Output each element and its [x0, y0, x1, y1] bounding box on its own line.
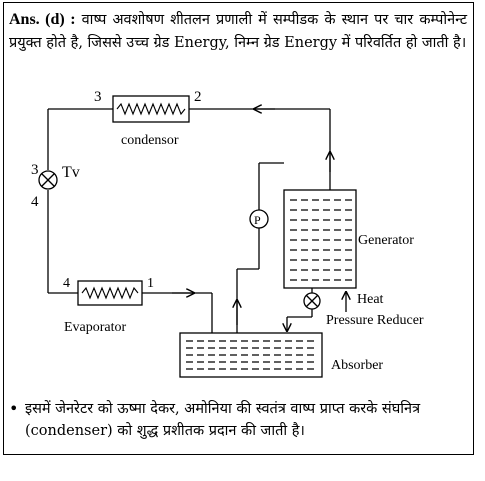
generator-box — [283, 189, 357, 289]
condensor-coil — [116, 102, 186, 116]
point-4-valve: 4 — [31, 194, 39, 210]
evaporator-box — [77, 280, 143, 306]
pump-label: P — [254, 213, 261, 227]
answer-label: Ans. (d) : — [9, 11, 76, 28]
evaporator-coil — [81, 286, 139, 300]
point-3-top: 3 — [94, 89, 102, 105]
answer-frame — [3, 2, 474, 455]
intro-paragraph: Ans. (d) : वाष्प अवशोषण शीतलन प्रणाली मे… — [9, 8, 467, 55]
valve-label: Tv — [62, 164, 80, 181]
pump-symbol — [249, 209, 269, 229]
evaporator-label: Evaporator — [64, 320, 127, 335]
absorber-label: Absorber — [331, 358, 383, 373]
intro-text: वाष्प अवशोषण शीतलन प्रणाली में सम्पीडक क… — [9, 12, 467, 51]
bullet-symbol: • — [9, 399, 19, 418]
throttle-valve-cross-b — [41, 173, 55, 187]
bullet-text: इसमें जेनरेटर को ऊष्मा देकर, अमोनिया की … — [25, 401, 421, 439]
absorber-liquid — [186, 340, 318, 370]
bullet-note: • इसमें जेनरेटर को ऊष्मा देकर, अमोनिया क… — [9, 398, 467, 442]
condensor-label: condensor — [121, 133, 179, 148]
pressure-reducer-cross-b — [306, 295, 318, 307]
pressure-reducer-label: Pressure Reducer — [326, 313, 424, 328]
point-3-valve: 3 — [31, 162, 39, 178]
point-1-evap: 1 — [147, 276, 154, 291]
point-4-evap: 4 — [63, 276, 70, 291]
generator-label: Generator — [358, 233, 414, 248]
heat-label: Heat — [357, 292, 384, 307]
point-2-top: 2 — [194, 89, 202, 105]
